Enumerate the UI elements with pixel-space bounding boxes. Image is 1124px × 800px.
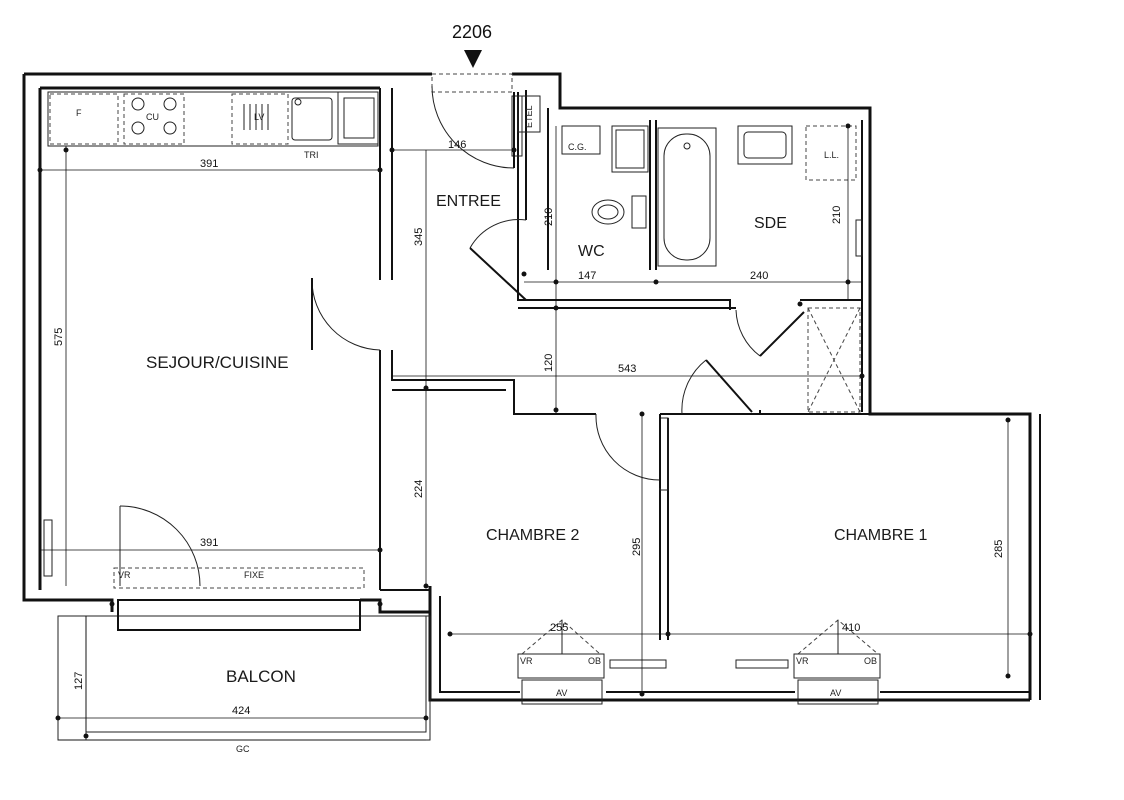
room-sde: SDE [754,215,787,232]
entrance-arrow-icon [464,50,482,68]
dim-corridor-height: 120 [543,354,555,372]
dim-sde-width: 240 [750,270,768,282]
window-label-sliding-ch2: VR [520,656,533,666]
room-wc: WC [578,243,605,260]
dim-balcon-width: 424 [232,705,250,717]
dim-corridor-depth: 224 [413,480,425,498]
dimension-labels: 391 575 391 146 345 224 210 147 210 240 … [53,139,1005,754]
dim-sejour-width-bottom: 391 [200,537,218,549]
dim-chambre2-depth: 295 [631,538,643,556]
room-chambre1: CHAMBRE 1 [834,527,927,544]
room-entree: ENTREE [436,193,501,210]
entree-fixtures: ETEL [431,73,541,157]
washbasin-icon [737,125,793,165]
kitchen-sink-icon [291,97,333,141]
window-label-opening-ch1: OB [864,656,877,666]
toilet-icon [591,195,647,229]
room-chambre2: CHAMBRE 2 [486,527,579,544]
window-label-sliding-sejour: VR [118,570,131,580]
cooktop-label: CU [146,112,159,122]
dim-chambre2-width: 255 [550,622,568,634]
dim-wc-depth: 210 [543,208,555,226]
kitchen-fixtures: F CU LV TRI [49,91,379,160]
dim-chambre1-depth: 285 [993,540,1005,558]
dim-sejour-depth: 575 [53,328,65,346]
room-balcon: BALCON [226,667,296,686]
sorting-label: TRI [304,150,319,160]
fridge-label: F [76,108,82,118]
rail-label-ch2: AV [556,688,567,698]
room-sejour: SEJOUR/CUISINE [146,353,289,372]
dim-sde-depth: 210 [831,206,843,224]
dim-entree-width: 146 [448,139,466,151]
window-label-opening-ch2: OB [588,656,601,666]
dishwasher-icon [243,104,269,130]
electric-panel-label: ETEL [524,105,534,128]
doors [119,85,879,655]
washing-machine-label: L.L. [824,150,839,160]
cooktop-icon [131,97,177,135]
dim-balcon-depth: 127 [73,672,85,690]
wc-fixtures: C.G. [561,125,649,229]
dim-chambre1-width: 410 [842,622,860,634]
dim-wc-width: 147 [578,270,596,282]
apartment-number: 2206 [452,22,492,42]
dim-kitchen-width: 391 [200,158,218,170]
window-label-sliding-ch1: VR [796,656,809,666]
dim-entree-depth: 345 [413,228,425,246]
bathtub-icon [657,127,717,267]
windows: VR FIXE VR OB AV VR OB AV [43,519,881,705]
dimension-lines [37,123,1033,741]
rail-label-ch1: AV [830,688,841,698]
railing-label: GC [236,744,250,754]
outer-walls [22,72,1041,702]
dim-corridor-length: 543 [618,363,636,375]
interior-walls [47,88,870,741]
sde-fixtures: L.L. [657,125,863,413]
dishwasher-label: LV [254,112,264,122]
cupboard-label: C.G. [568,142,587,152]
window-label-fixed: FIXE [244,570,264,580]
room-labels: SEJOUR/CUISINE ENTREE WC SDE CHAMBRE 2 C… [146,193,927,686]
